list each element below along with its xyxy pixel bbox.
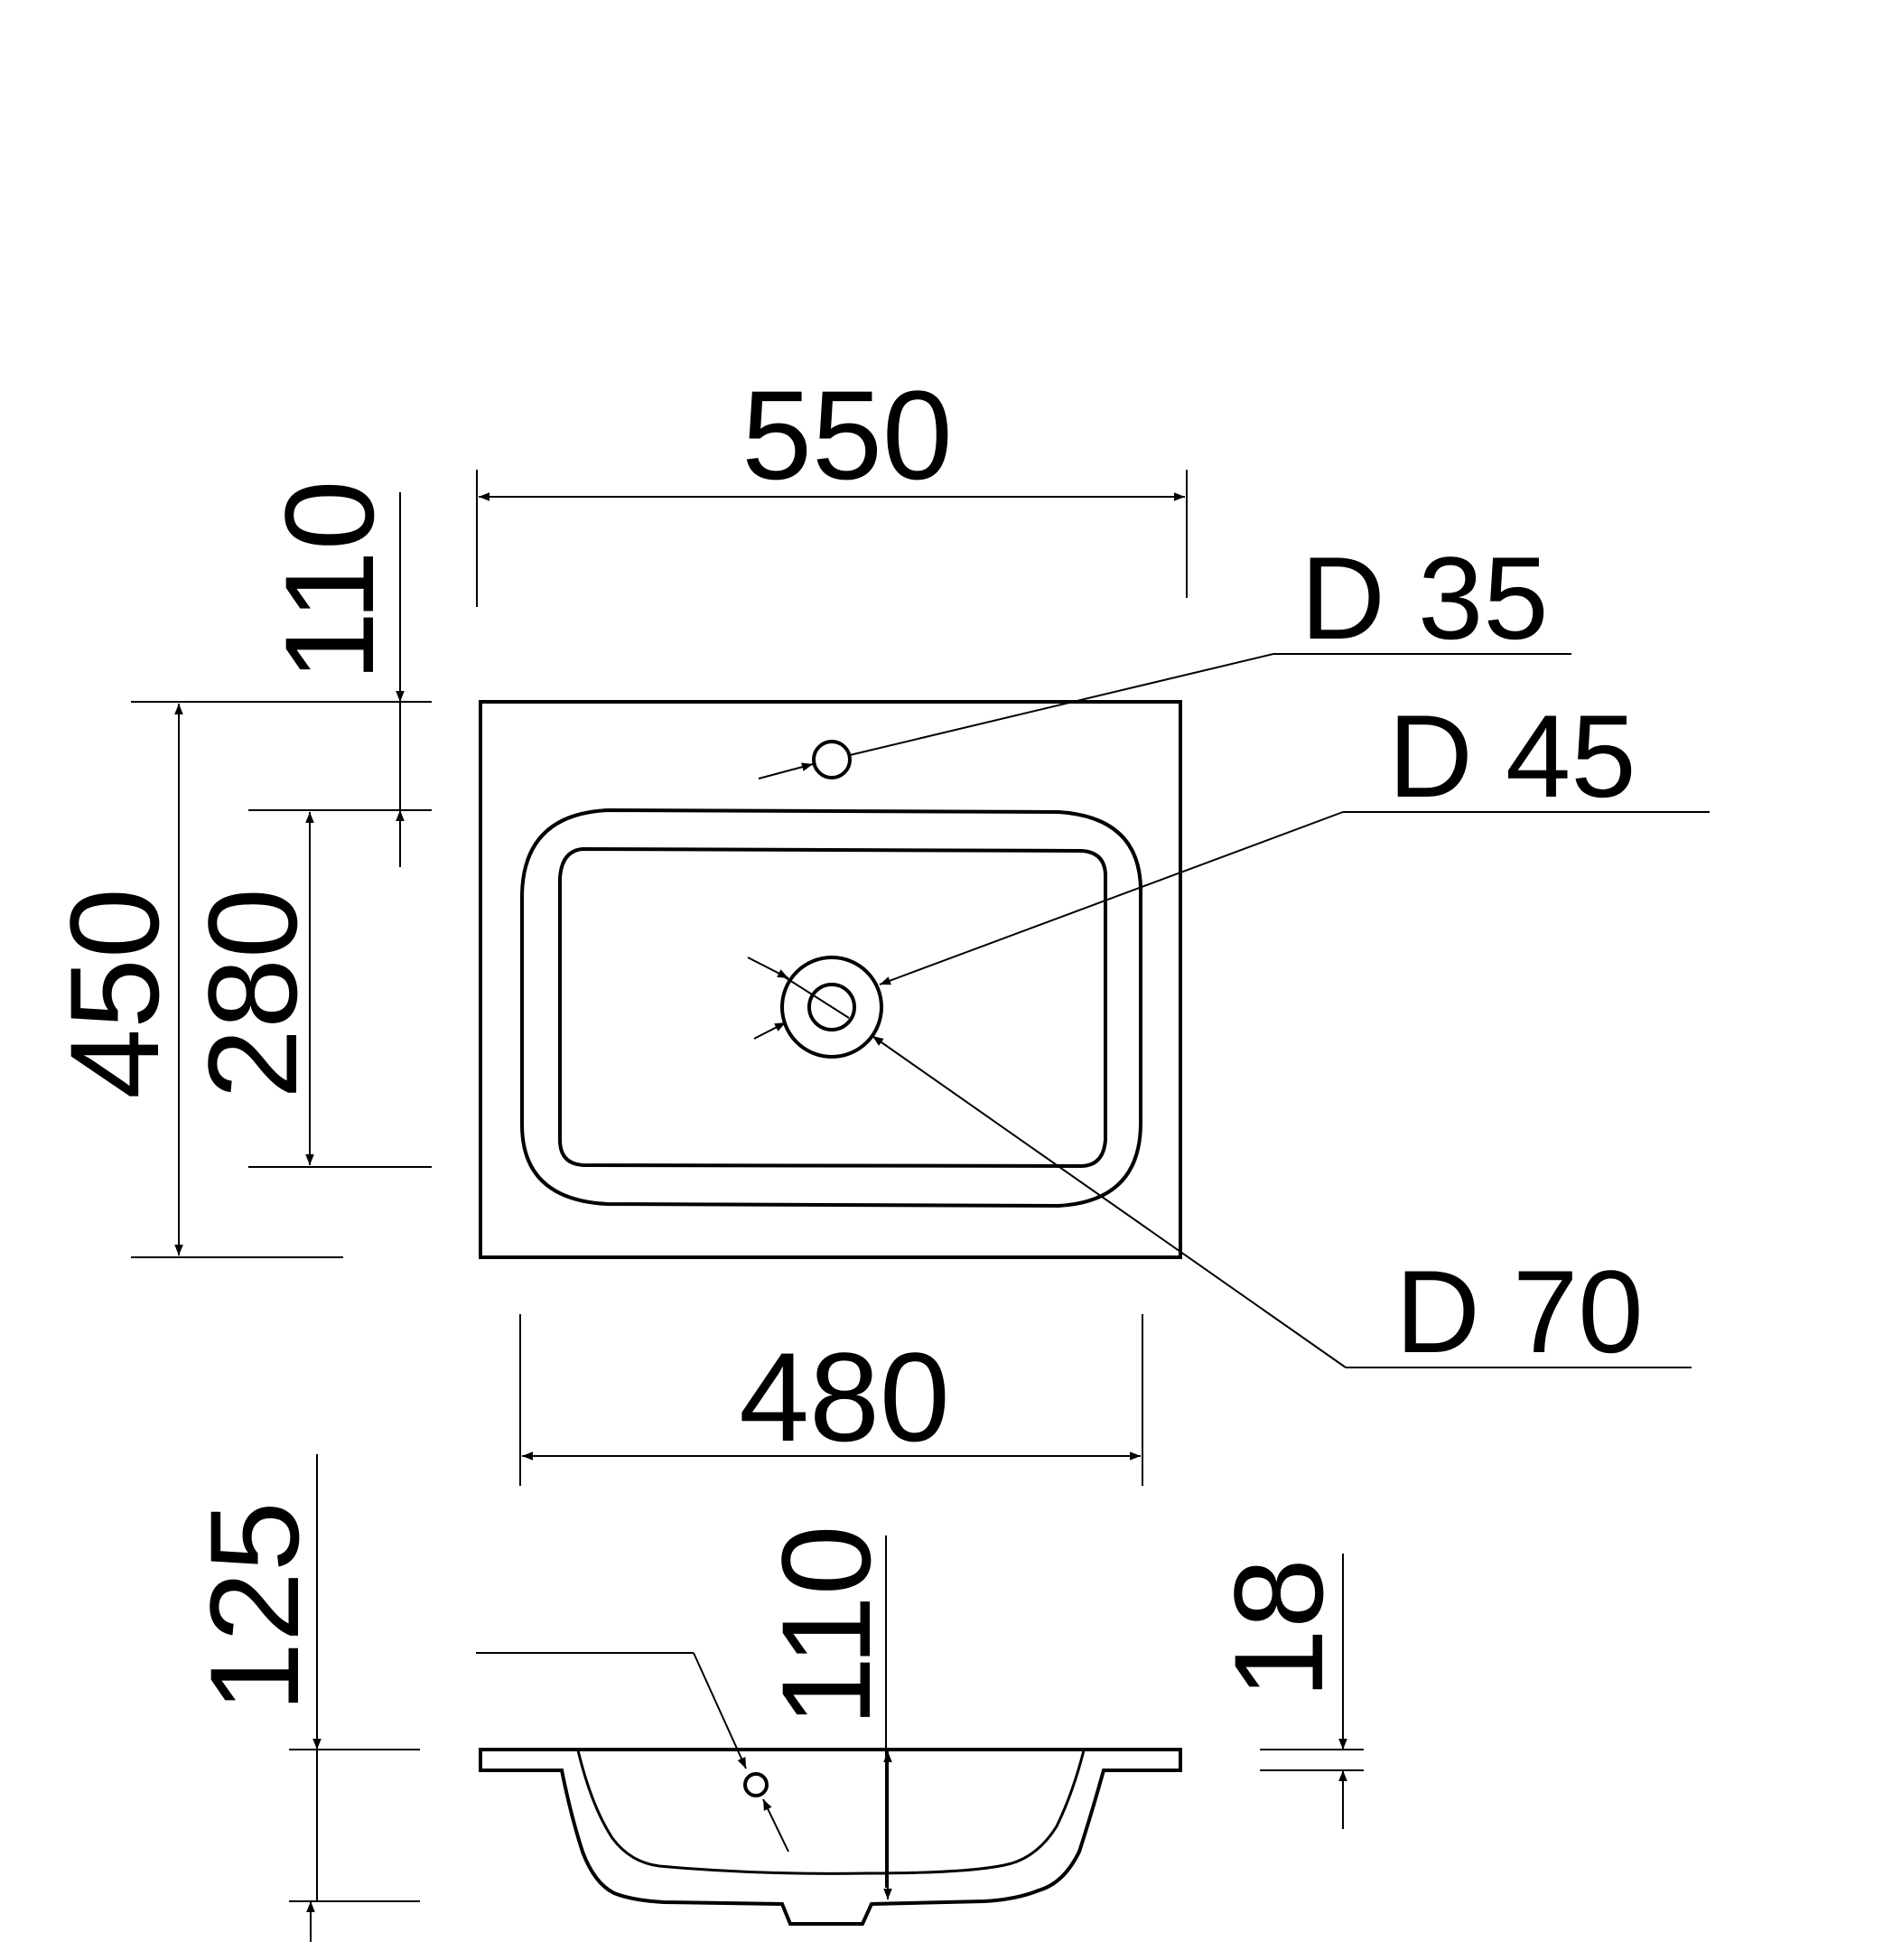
bowl-width-label: 480	[739, 1326, 950, 1468]
bowl-inner-basin	[558, 846, 1108, 1169]
side-view	[479, 1748, 1182, 1926]
tap-hole	[812, 740, 852, 779]
overall-depth-label: 450	[43, 888, 185, 1099]
tap-hole-offset-dimension: 110	[258, 480, 405, 867]
overall-width-dimension: 550	[476, 364, 1188, 607]
drain-outer-diameter-label: D 70	[1395, 1246, 1644, 1377]
bowl-width-dimension: 480	[519, 1314, 1143, 1486]
tap-hole-diameter-label: D 35	[1301, 532, 1549, 664]
drain-outer-diameter-callout: D 70	[781, 975, 1692, 1377]
sink-side-profile	[479, 1748, 1182, 1926]
bowl-height-label: 110	[755, 1525, 897, 1726]
sink-inner-profile	[576, 1750, 1086, 1875]
tap-hole-offset-label: 110	[258, 480, 400, 681]
rim-thickness-label: 18	[1207, 1558, 1349, 1699]
drain-inner-diameter-label: D 45	[1388, 690, 1636, 822]
rim-thickness-dimension: 18	[1207, 1554, 1364, 1829]
bowl-depth-label: 280	[182, 888, 323, 1099]
overall-width-label: 550	[741, 364, 953, 506]
drain-inner-hole	[807, 983, 856, 1031]
bowl-depth-dimension: 280	[182, 809, 432, 1168]
overflow-hole	[743, 1772, 769, 1797]
overflow-leader	[476, 1652, 789, 1853]
bowl-height-dimension: 110	[755, 1525, 897, 1899]
drain-inner-diameter-callout: D 45	[747, 690, 1710, 1040]
bowl-outer-rim	[520, 807, 1143, 1209]
tap-hole-diameter-callout: D 35	[758, 532, 1571, 779]
total-height-dimension: 125	[183, 1454, 420, 1942]
total-height-label: 125	[183, 1501, 325, 1713]
drain-outer-ring	[780, 956, 883, 1059]
countertop-outline	[479, 700, 1182, 1259]
top-view	[479, 700, 1182, 1259]
overall-depth-dimension: 450	[43, 701, 432, 1258]
